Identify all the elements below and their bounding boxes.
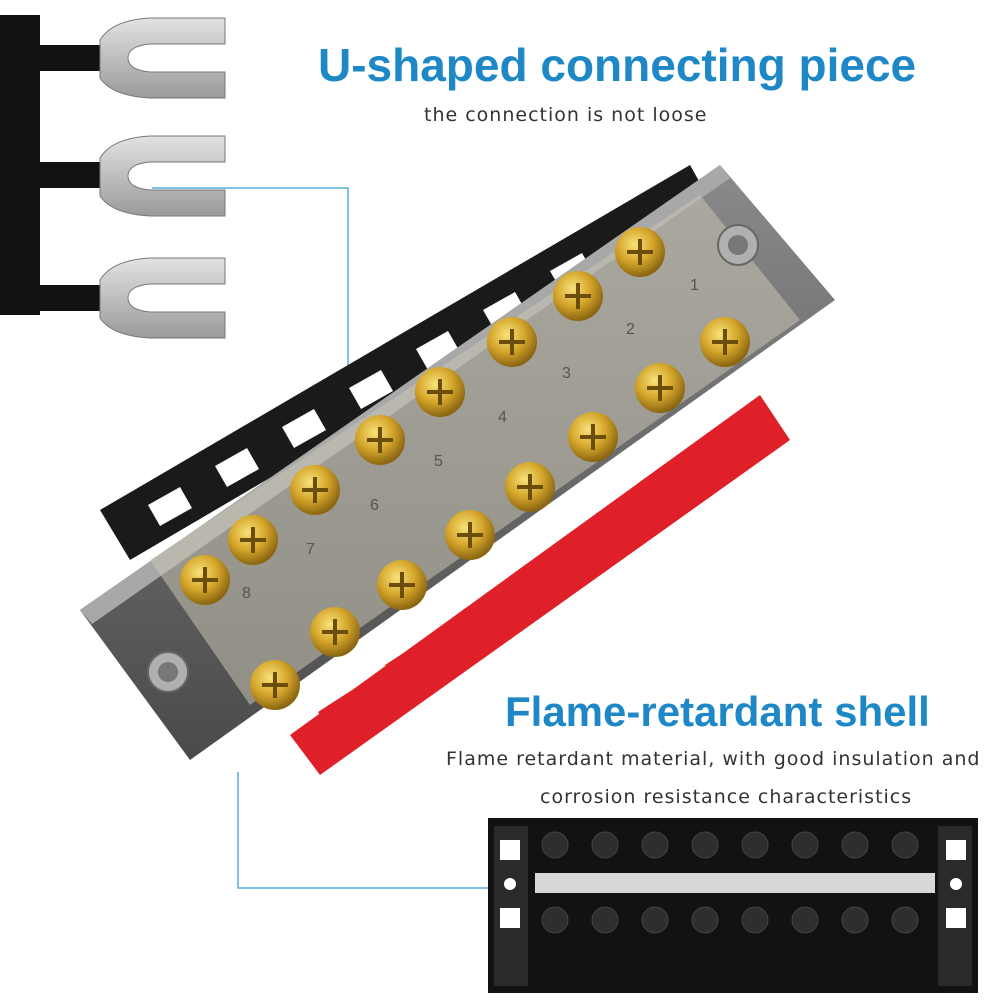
screw-icon	[445, 510, 495, 560]
screw-icon	[355, 415, 405, 465]
screw-icon	[415, 367, 465, 417]
terminal-number-8: 8	[242, 585, 251, 602]
shell-subtitle-line2: corrosion resistance characteristics	[540, 786, 913, 808]
screw-icon	[180, 555, 230, 605]
stud-icon	[841, 906, 869, 934]
terminal-number-6: 6	[370, 497, 379, 514]
spade-connector-icon	[0, 15, 226, 339]
terminal-block-bottom-view	[488, 818, 978, 993]
stud-icon	[891, 906, 919, 934]
stud-icon	[691, 906, 719, 934]
terminal-number-2: 2	[626, 321, 635, 338]
stud-icon	[741, 831, 769, 859]
shell-subtitle-line1: Flame retardant material, with good insu…	[446, 748, 981, 770]
stud-icon	[641, 831, 669, 859]
screw-row-lower	[250, 317, 750, 710]
screw-icon	[250, 660, 300, 710]
stud-icon	[591, 906, 619, 934]
red-jumper-bar	[290, 395, 790, 775]
stud-icon	[641, 906, 669, 934]
stud-icon	[691, 831, 719, 859]
screw-icon	[553, 271, 603, 321]
stud-icon	[791, 831, 819, 859]
stud-icon	[791, 906, 819, 934]
screw-icon	[635, 363, 685, 413]
terminal-numbers: 1 2 3 4 5 6 7 8	[242, 277, 699, 602]
connector-subtitle: the connection is not loose	[424, 104, 708, 126]
screw-row-upper	[180, 227, 665, 605]
screw-icon	[290, 465, 340, 515]
screw-icon	[505, 462, 555, 512]
screw-icon	[310, 607, 360, 657]
stud-icon	[541, 906, 569, 934]
connector-title: U-shaped connecting piece	[318, 39, 917, 91]
stud-icon	[541, 831, 569, 859]
terminal-number-4: 4	[498, 409, 507, 426]
screw-icon	[615, 227, 665, 277]
stud-icon	[741, 906, 769, 934]
terminal-number-5: 5	[434, 453, 443, 470]
screw-icon	[700, 317, 750, 367]
screw-icon	[487, 317, 537, 367]
terminal-number-1: 1	[690, 277, 699, 294]
terminal-number-7: 7	[306, 541, 315, 558]
stud-icon	[841, 831, 869, 859]
stud-icon	[891, 831, 919, 859]
screw-icon	[228, 515, 278, 565]
shell-title: Flame-retardant shell	[505, 688, 930, 735]
terminal-number-3: 3	[562, 365, 571, 382]
callout-line-shell	[237, 772, 492, 889]
stud-icon	[591, 831, 619, 859]
screw-icon	[377, 560, 427, 610]
screw-icon	[568, 412, 618, 462]
